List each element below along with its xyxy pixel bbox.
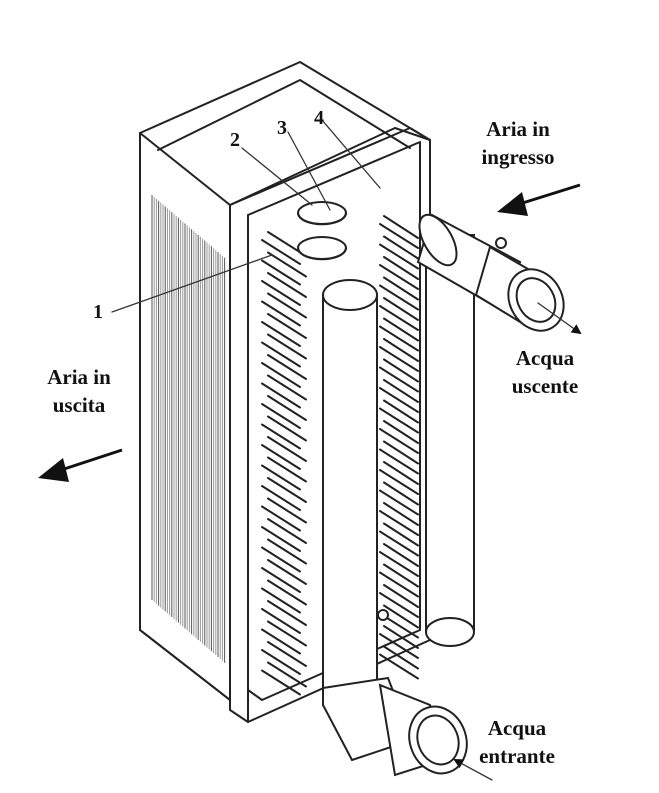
water-out-label-line2: uscente — [512, 374, 579, 398]
fin-tube-row — [379, 215, 419, 249]
fin-tube-row — [261, 497, 307, 532]
fin-tube-row — [261, 333, 307, 368]
fin-tube-row — [261, 313, 307, 347]
fin-tube-row — [261, 661, 307, 696]
fin-tube-row — [379, 235, 419, 270]
water-outlet-nozzle — [416, 213, 565, 332]
fin-tube-row — [261, 579, 307, 614]
water-flow-arrows — [453, 302, 582, 781]
fin-tube-row — [379, 420, 419, 454]
fin-tube-row — [379, 297, 419, 331]
fin-tube-row — [379, 440, 419, 475]
water-out-arrow — [537, 302, 582, 335]
air-in-arrow — [497, 192, 528, 216]
fin-tube-row — [261, 518, 307, 552]
front-fin-pack — [261, 215, 419, 696]
fin-tube-row — [261, 477, 307, 511]
fin-tube-row — [379, 338, 419, 372]
fin-tube-row — [261, 395, 307, 429]
air-out-arrow — [38, 458, 69, 482]
fin-tube-row — [379, 317, 419, 352]
callout-2: 2 — [230, 129, 240, 151]
fin-tube-row — [261, 620, 307, 655]
fin-tube-row — [261, 456, 307, 491]
fin-tube-row — [261, 415, 307, 450]
fin-tube-row — [379, 399, 419, 434]
fin-tube-row — [379, 625, 419, 659]
fin-tube-row — [379, 276, 419, 311]
air-out-label-line2: uscita — [53, 393, 106, 417]
fin-tube-row — [379, 543, 419, 577]
fin-tube-row — [379, 256, 419, 290]
fin-tube-row — [261, 354, 307, 388]
water-out-label-line1: Acqua — [516, 346, 575, 370]
return-bends — [297, 201, 347, 261]
air-in-label-line1: Aria in — [486, 117, 550, 141]
fin-tube-row — [379, 645, 419, 680]
water-in-label-line2: entrante — [479, 744, 555, 768]
fin-tube-row — [261, 436, 307, 470]
air-arrows — [38, 183, 581, 482]
air-in-label-line2: ingresso — [481, 145, 554, 169]
callout-1: 1 — [93, 301, 103, 323]
fin-tube-row — [261, 600, 307, 634]
fin-tube-row — [261, 641, 307, 675]
fin-tube-row — [379, 481, 419, 516]
fin-tube-row — [379, 358, 419, 393]
fin-tube-row — [379, 584, 419, 618]
fin-tube-row — [261, 272, 307, 306]
callout-4: 4 — [314, 107, 324, 129]
fin-tube-row — [379, 502, 419, 536]
fin-tube-row — [261, 374, 307, 409]
water-inlet-nozzle — [322, 609, 468, 777]
callout-leaders — [111, 119, 381, 313]
outlet-header — [425, 234, 475, 647]
fin-tube-row — [379, 522, 419, 557]
fin-tube-row — [261, 559, 307, 593]
water-in-arrow — [453, 759, 493, 781]
fin-tube-row — [379, 379, 419, 413]
fin-tube-row — [261, 292, 307, 327]
water-in-label-line1: Acqua — [488, 716, 547, 740]
side-fin-pack — [151, 195, 226, 663]
air-out-label-line1: Aria in — [47, 365, 111, 389]
fin-tube-row — [379, 563, 419, 598]
callout-3: 3 — [277, 117, 287, 139]
fin-tube-row — [379, 461, 419, 495]
fin-tube-row — [261, 538, 307, 573]
fin-tube-row — [261, 251, 307, 286]
inlet-header — [322, 279, 378, 706]
